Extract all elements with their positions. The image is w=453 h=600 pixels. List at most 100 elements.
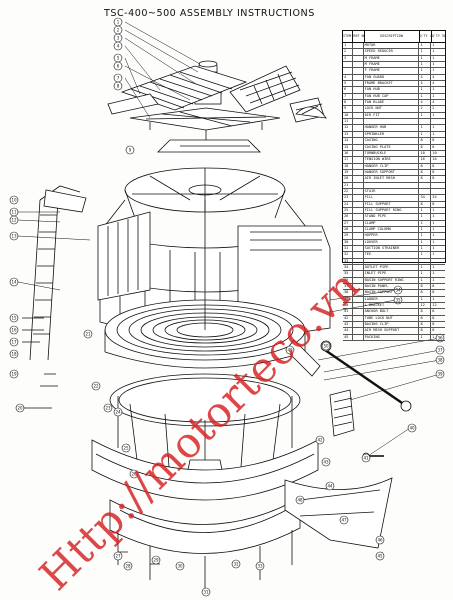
cell-ref-no bbox=[353, 176, 364, 182]
cell-qty-500: 1 bbox=[432, 112, 435, 117]
cell-qty-500: 1 bbox=[432, 214, 435, 219]
cell-qty-500: 1 bbox=[432, 277, 435, 282]
cell-qty-400: 1 bbox=[419, 43, 432, 49]
table-row: 33 bbox=[343, 258, 445, 266]
callout-number: 44 bbox=[327, 483, 333, 488]
callout-40: 40 bbox=[407, 423, 417, 433]
callout-number: 7 bbox=[117, 75, 120, 80]
callout-number: 35 bbox=[395, 297, 401, 302]
callout-number: 48 bbox=[297, 497, 303, 502]
callout-circle bbox=[113, 551, 123, 561]
cell-qty-500 bbox=[431, 183, 445, 188]
callout-circle bbox=[113, 407, 123, 417]
callout-circle bbox=[151, 555, 161, 565]
cell-ref-no bbox=[353, 233, 364, 239]
header-ref-no: REF NO. bbox=[353, 31, 365, 42]
callout-29: 29 bbox=[151, 555, 161, 565]
callout-circle bbox=[339, 515, 349, 525]
header-qty-500: Q'TY 500 bbox=[431, 34, 445, 38]
cell-qty-500: 1 bbox=[432, 265, 435, 270]
callout-circle bbox=[175, 561, 185, 571]
callout-10: 10 bbox=[9, 195, 19, 205]
cell-qty-400: 4 bbox=[419, 81, 432, 87]
cell-qty-500: 1 bbox=[432, 233, 435, 238]
cell-ref-no bbox=[353, 112, 364, 119]
header-qty-400: Q'TY 400 bbox=[420, 31, 432, 42]
cell-qty-400: 8 bbox=[419, 144, 432, 150]
cell-ref-no bbox=[353, 290, 364, 296]
callout-number: 12 bbox=[11, 217, 17, 222]
callout-23: 23 bbox=[103, 403, 113, 413]
callout-circle bbox=[83, 329, 93, 339]
cell-item-no: 10 bbox=[343, 112, 353, 119]
ladder bbox=[29, 185, 87, 361]
callout-number: 19 bbox=[11, 371, 17, 376]
callout-36: 36 bbox=[435, 333, 445, 343]
callout-number: 41 bbox=[363, 455, 369, 460]
basin bbox=[91, 439, 393, 590]
callout-50: 50 bbox=[321, 341, 331, 351]
callout-28: 28 bbox=[123, 561, 133, 571]
table-row: 22 STAIR bbox=[343, 188, 445, 196]
cell-ref-no bbox=[353, 131, 364, 138]
cell-ref-no bbox=[353, 303, 364, 309]
cell-qty-500: 1 bbox=[432, 68, 435, 73]
callout-number: 1 bbox=[117, 19, 120, 24]
cell-qty-400: 12 bbox=[419, 303, 432, 309]
cell-description: OUTLET PIPE bbox=[364, 265, 420, 271]
cell-qty-500: 8 bbox=[432, 315, 435, 320]
callout-circle bbox=[9, 215, 19, 225]
cell-description: BASINS CLIP bbox=[364, 322, 420, 328]
callout-43: 43 bbox=[321, 457, 331, 467]
callout-number: 22 bbox=[93, 383, 99, 388]
callout-circle bbox=[9, 313, 19, 323]
cell-item-no: 8 bbox=[343, 100, 353, 106]
cell-description: TEE bbox=[364, 252, 420, 258]
cell-ref-no bbox=[353, 74, 364, 81]
cell-qty-500: 1 bbox=[432, 131, 435, 136]
cell-qty-500: 4 bbox=[432, 74, 435, 79]
callout-number: 8 bbox=[117, 83, 120, 88]
callout-1: 1 bbox=[113, 17, 123, 27]
callout-circle bbox=[9, 231, 19, 241]
cell-item-no: 20 bbox=[343, 176, 353, 182]
cell-item-no: 11 bbox=[343, 119, 353, 125]
cell-qty-500: 16 bbox=[432, 157, 437, 162]
cell-qty-500: 1 bbox=[432, 246, 435, 250]
callout-24: 24 bbox=[113, 407, 123, 417]
cell-item-no: 32 bbox=[343, 252, 353, 258]
cell-item-no: 15 bbox=[343, 144, 353, 150]
callout-circle bbox=[129, 469, 139, 479]
cell-description: INLET PIPE bbox=[364, 271, 420, 277]
cell-qty-500: 1 bbox=[432, 87, 435, 92]
callout-circle bbox=[9, 349, 19, 359]
callout-27: 27 bbox=[113, 551, 123, 561]
cell-item-no: 22 bbox=[343, 188, 353, 195]
cell-description: ANCHOR BOLT bbox=[364, 309, 420, 315]
cell-qty-500 bbox=[431, 119, 445, 124]
callout-circle bbox=[325, 481, 335, 491]
cell-qty-500 bbox=[431, 259, 445, 264]
cell-item-no: 26 bbox=[343, 214, 353, 220]
parts-table: ITEM NO. REF NO. DESCRIPTION Q'TY 400 Q'… bbox=[342, 30, 446, 342]
cell-qty-400: 1 bbox=[419, 49, 432, 55]
cell-ref-no bbox=[353, 163, 364, 169]
cell-description: STAIR bbox=[364, 188, 420, 195]
callout-number: 2 bbox=[117, 27, 120, 32]
cell-ref-no bbox=[353, 258, 364, 265]
callout-number: 5 bbox=[117, 55, 120, 60]
